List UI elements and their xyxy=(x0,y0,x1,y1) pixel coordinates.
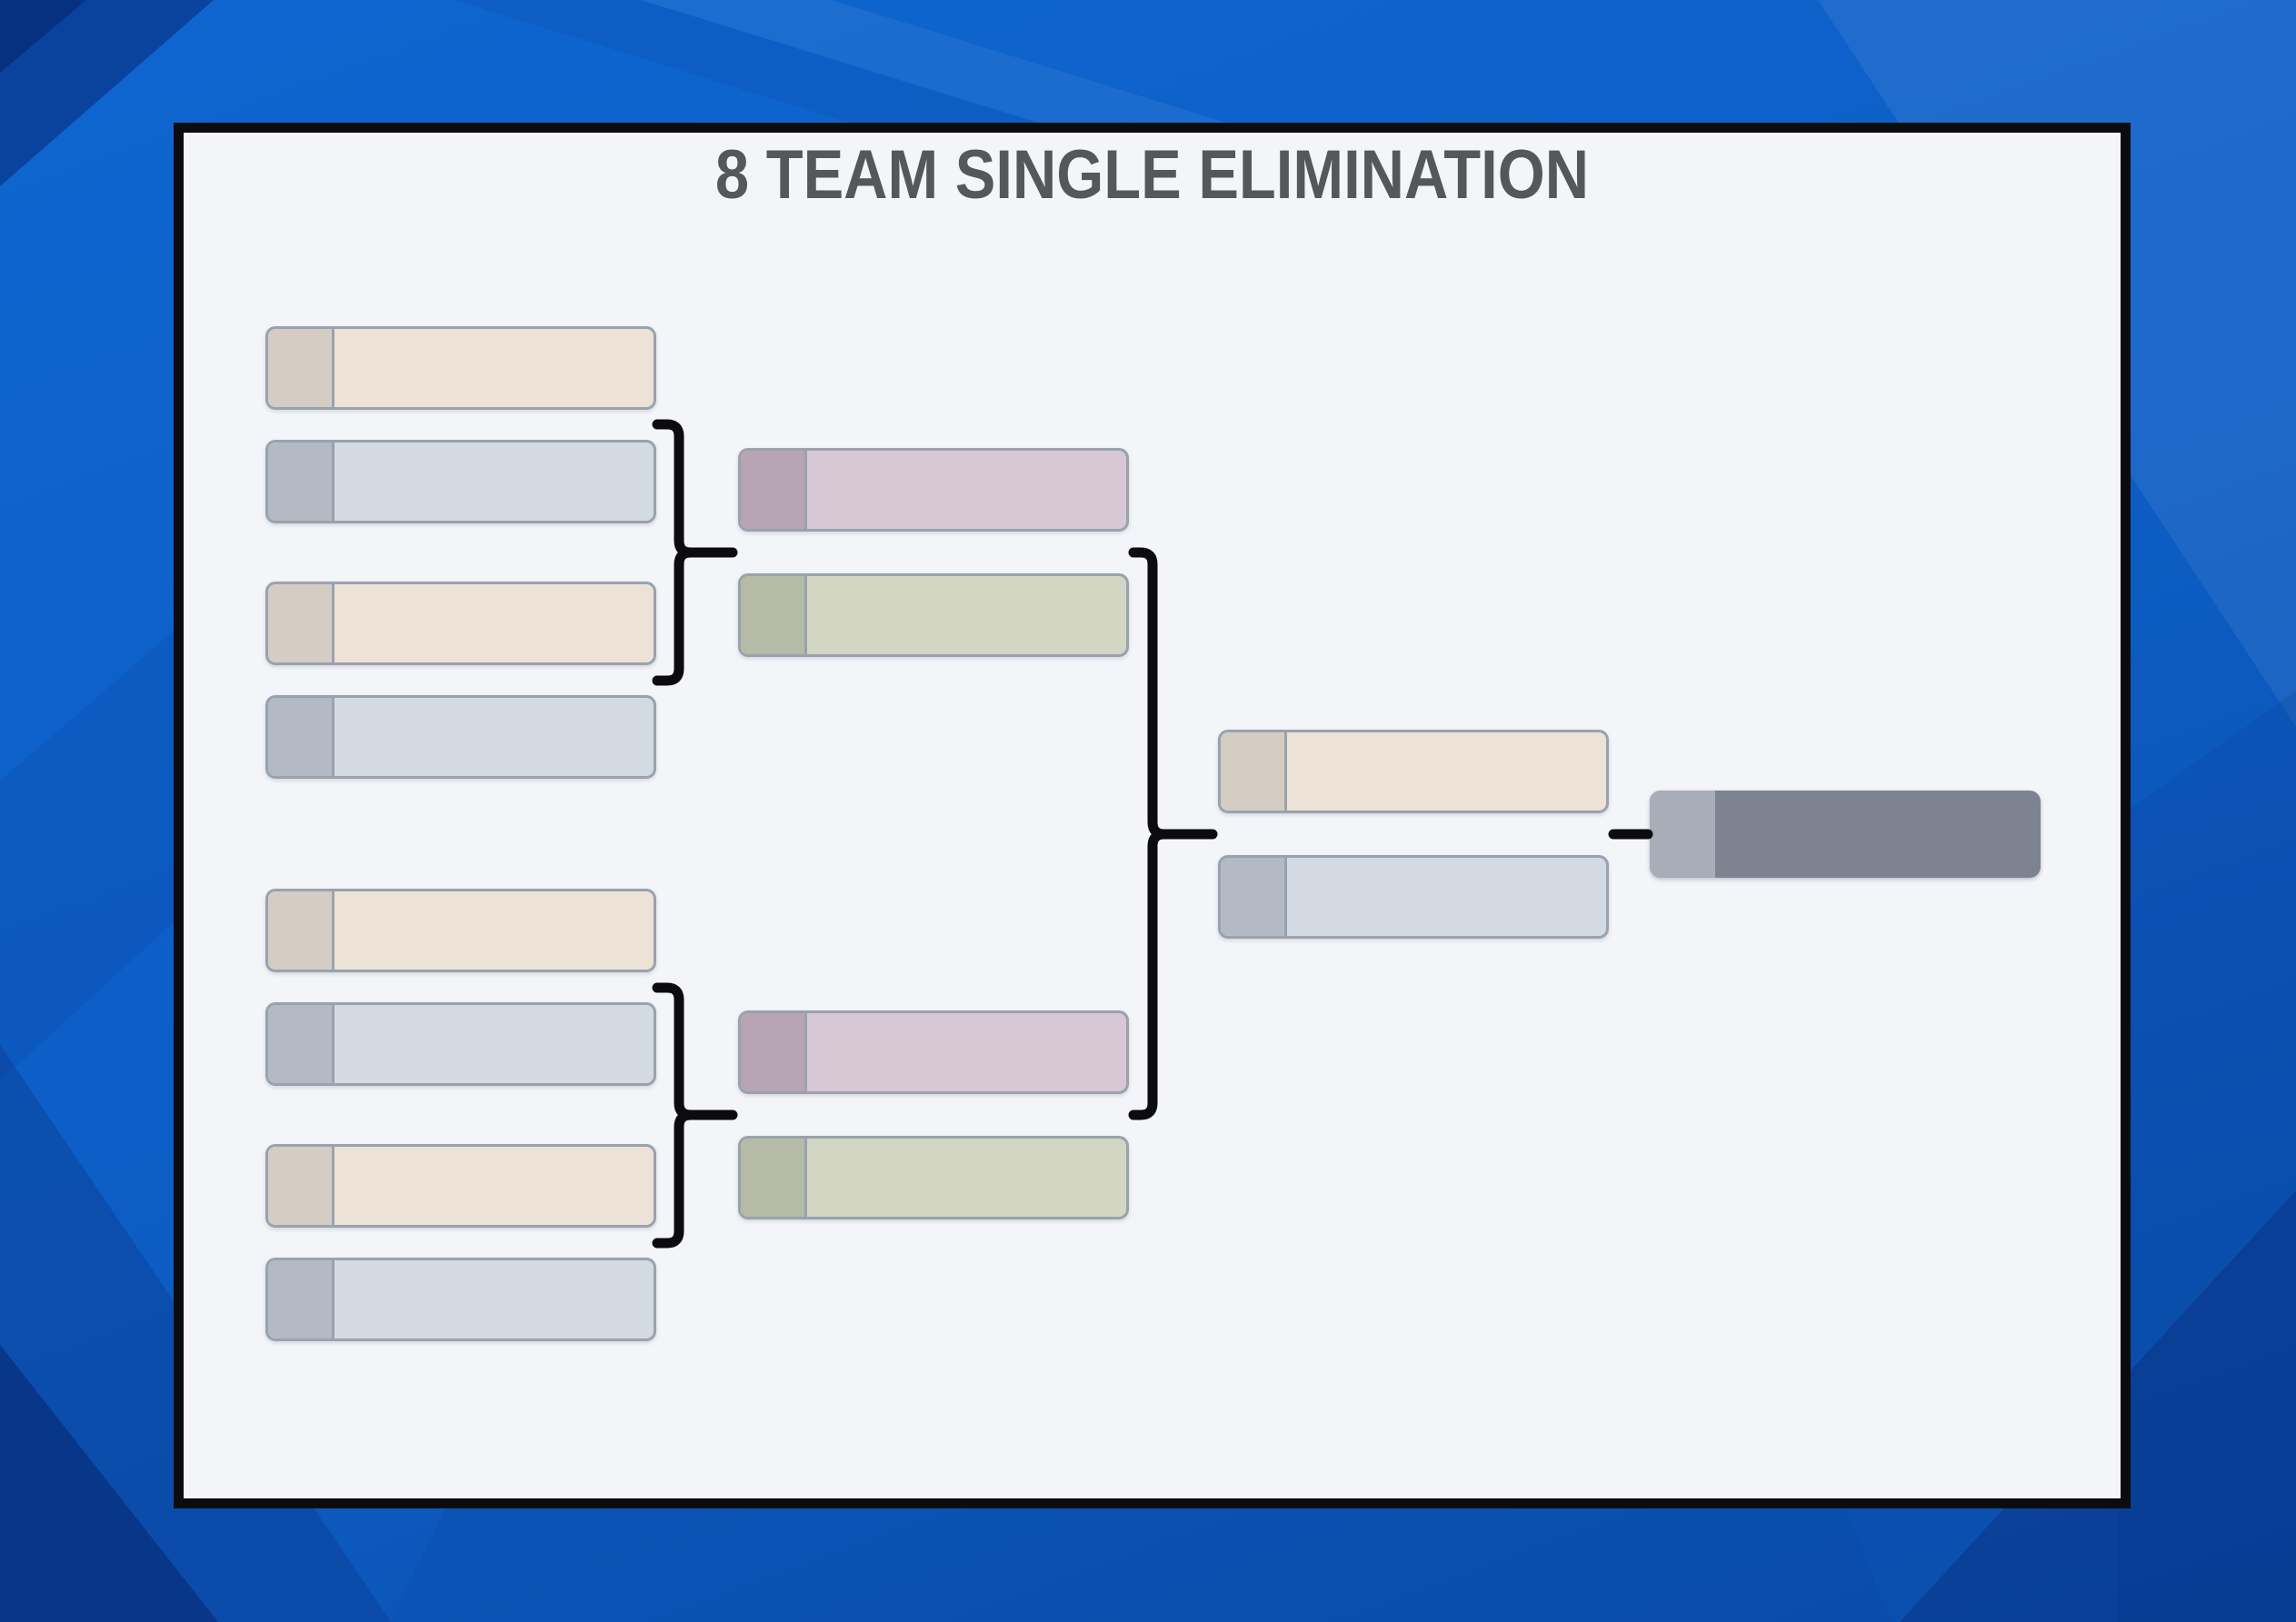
round1-slot-5 xyxy=(265,889,656,972)
seed-strip xyxy=(268,329,334,407)
seed-strip xyxy=(268,443,334,521)
round1-slot-2 xyxy=(265,440,656,523)
seed-strip xyxy=(1650,791,1715,878)
seed-strip xyxy=(741,1013,807,1091)
semifinals-slot-4 xyxy=(738,1136,1129,1219)
seed-strip xyxy=(268,1260,334,1338)
round1-slot-7 xyxy=(265,1144,656,1228)
seed-strip xyxy=(268,584,334,662)
round1-slot-6 xyxy=(265,1002,656,1086)
round1-slot-4 xyxy=(265,695,656,779)
seed-strip xyxy=(741,576,807,654)
round1-slot-1 xyxy=(265,326,656,410)
connector-r1-groupB-top xyxy=(652,982,738,1120)
final-slot-2 xyxy=(1218,855,1609,939)
semifinals-slot-3 xyxy=(738,1010,1129,1094)
seed-strip xyxy=(268,1147,334,1225)
champion-slot xyxy=(1650,791,2041,878)
semifinals-slot-1 xyxy=(738,448,1129,532)
connector-r1-groupB-bottom xyxy=(652,1110,696,1249)
round1-slot-8 xyxy=(265,1258,656,1341)
semifinals-slot-2 xyxy=(738,573,1129,657)
connector-r1-groupA-top xyxy=(652,419,738,558)
seed-strip xyxy=(268,698,334,776)
connector-r1-groupA-bottom xyxy=(652,547,696,686)
seed-strip xyxy=(741,1139,807,1217)
bracket-title: 8 TEAM SINGLE ELIMINATION xyxy=(714,135,1590,214)
seed-strip xyxy=(1221,732,1287,811)
seed-strip xyxy=(268,1005,334,1083)
seed-strip xyxy=(268,891,334,970)
round1-slot-3 xyxy=(265,582,656,665)
seed-strip xyxy=(1221,858,1287,936)
connector-semifinal-bottom xyxy=(1128,829,1170,1120)
seed-strip xyxy=(741,451,807,529)
final-slot-1 xyxy=(1218,730,1609,813)
connector-semifinal-top xyxy=(1128,547,1218,840)
